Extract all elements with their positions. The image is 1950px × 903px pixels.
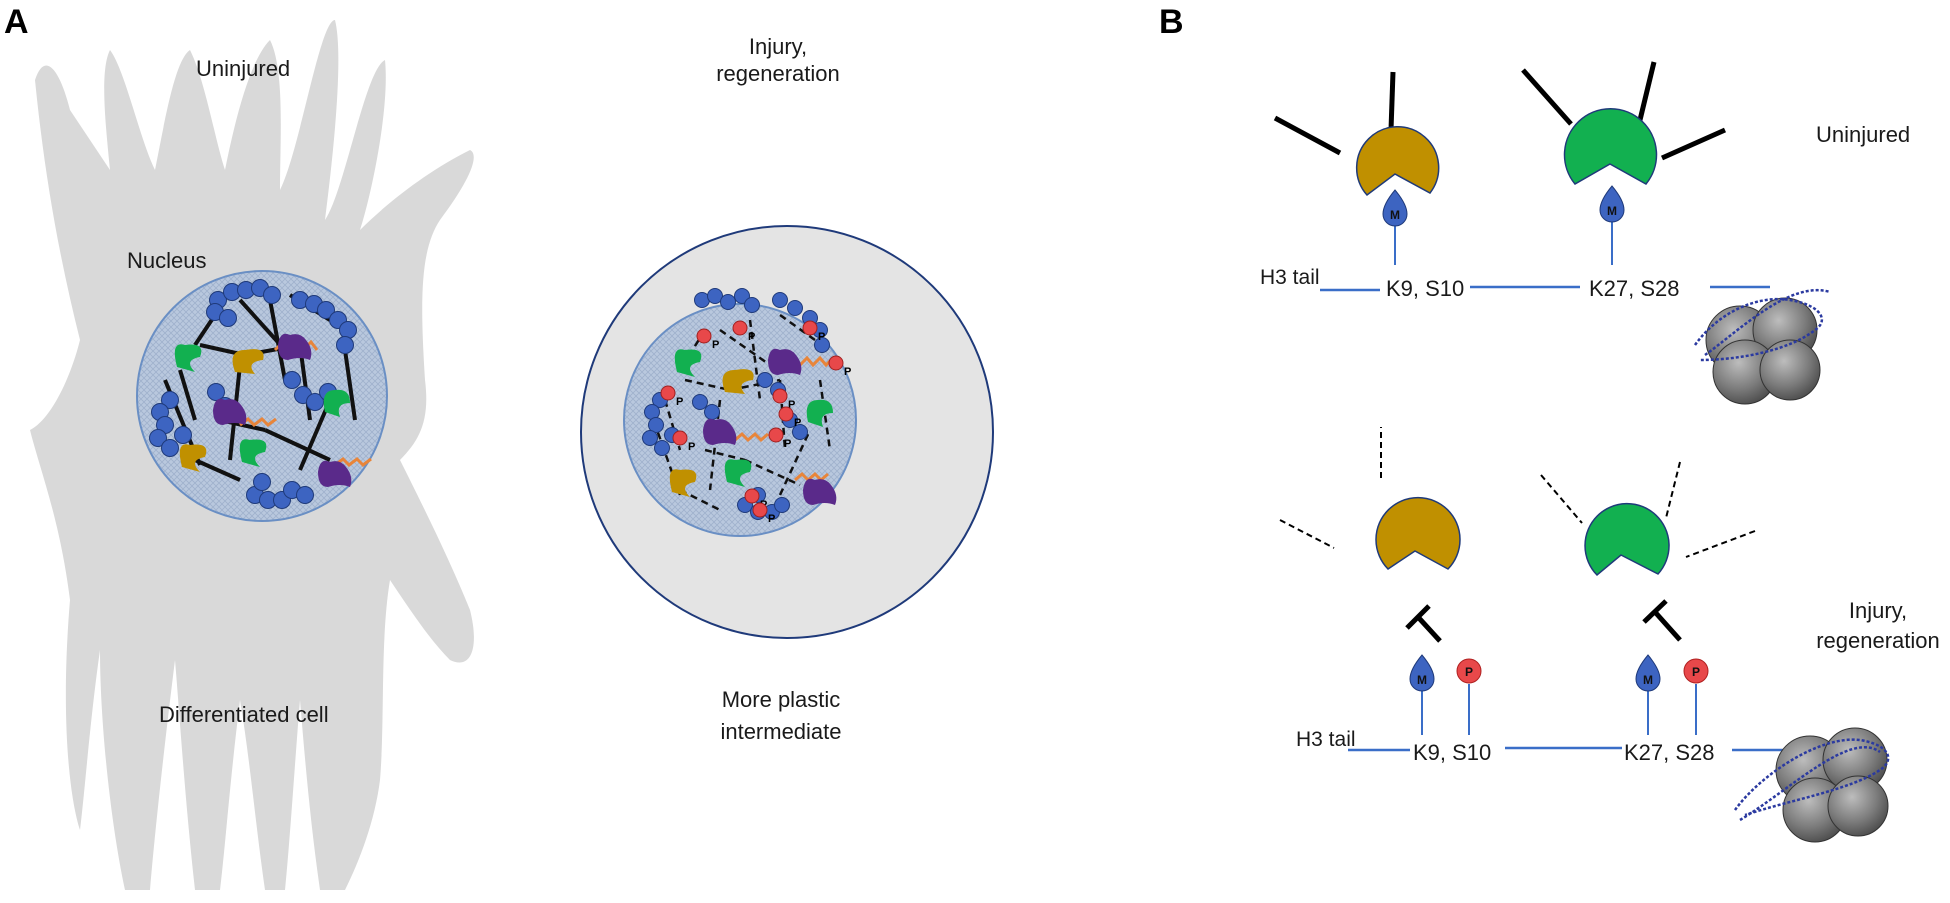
chromatin-bead	[306, 393, 324, 411]
phospho-mark: P	[752, 502, 775, 525]
chromatin-bead	[339, 321, 357, 339]
bottom-nucleosome	[1733, 727, 1890, 843]
bottom-methyl-mark-1: M	[1409, 654, 1435, 735]
phospho-mark: P	[696, 328, 719, 351]
chromatin-bead	[734, 288, 750, 304]
chromatin-bead	[814, 337, 830, 353]
chromatin-bead	[787, 300, 803, 316]
svg-text:P: P	[768, 513, 775, 525]
svg-text:P: P	[748, 331, 755, 343]
chromatin-bead	[648, 417, 664, 433]
svg-text:M: M	[1643, 673, 1653, 687]
top-site-2: K27, S28	[1589, 276, 1680, 301]
svg-text:M: M	[1417, 673, 1427, 687]
top-methyl-mark-1: M	[1382, 189, 1408, 265]
plastic-cell: PPPPPPPPPPP	[580, 225, 994, 639]
bottom-site-1: K9, S10	[1413, 740, 1491, 765]
chromatin-bead	[792, 424, 808, 440]
phospho-mark: P	[828, 355, 851, 378]
svg-text:P: P	[676, 396, 683, 408]
chromatin-bead	[174, 426, 192, 444]
nucleus-uninjured	[136, 270, 388, 522]
svg-text:P: P	[818, 331, 825, 343]
chromatin-bead	[283, 371, 301, 389]
bottom-phospho-mark-1: P	[1456, 658, 1482, 735]
bottom-phospho-mark-2: P	[1683, 658, 1709, 735]
svg-text:P: P	[788, 399, 795, 411]
chromatin-bead	[161, 439, 179, 457]
top-nucleosome	[1693, 289, 1831, 405]
injury-label-line2: regeneration	[716, 61, 840, 86]
chromatin-beads	[149, 279, 357, 509]
phospho-mark: P	[768, 427, 791, 450]
phospho-marks-plastic: PPPPPPPPPPP	[660, 320, 851, 525]
chromatin-bead	[692, 394, 708, 410]
chromatin-bead	[654, 440, 670, 456]
top-h3-tail	[1320, 285, 1770, 292]
top-reader-green	[1521, 61, 1727, 185]
svg-text:P: P	[1692, 665, 1700, 679]
bottom-reader-gold	[1279, 427, 1461, 643]
top-state-label: Uninjured	[1816, 122, 1910, 147]
chromatin-bead	[720, 294, 736, 310]
chromatin-bead	[336, 336, 354, 354]
top-methyl-mark-2: M	[1599, 185, 1625, 265]
svg-text:P: P	[844, 366, 851, 378]
svg-text:P: P	[794, 417, 801, 429]
phospho-mark: P	[672, 430, 695, 453]
chromatin-bead	[317, 301, 335, 319]
svg-text:P: P	[1465, 665, 1473, 679]
chromatin-bead	[207, 383, 225, 401]
phospho-mark: P	[778, 406, 801, 429]
chromatin-bead	[704, 404, 720, 420]
chromatin-bead	[757, 372, 773, 388]
chromatin-bead	[253, 473, 271, 491]
chromatin-bead	[744, 297, 760, 313]
svg-text:M: M	[1607, 204, 1617, 218]
panel-b-letter: B	[1159, 3, 1184, 41]
reader-proteins	[174, 333, 352, 487]
svg-text:M: M	[1390, 208, 1400, 222]
chromatin-bead	[772, 292, 788, 308]
differentiated-cell-label: Differentiated cell	[159, 702, 329, 727]
chromatin-bead	[642, 430, 658, 446]
phospho-mark: P	[802, 320, 825, 343]
top-reader-gold	[1273, 71, 1440, 197]
chromatin-bead	[774, 497, 790, 513]
top-site-1: K9, S10	[1386, 276, 1464, 301]
chromatin-bead	[149, 429, 167, 447]
chromatin-bead	[219, 309, 237, 327]
svg-text:P: P	[784, 438, 791, 450]
uninjured-label: Uninjured	[196, 56, 290, 81]
bottom-methyl-mark-2: M	[1635, 654, 1661, 735]
bottom-state-label-line2: regeneration	[1816, 628, 1940, 653]
panel-a-letter: A	[4, 3, 29, 41]
phospho-mark: P	[772, 388, 795, 411]
bottom-reader-green	[1540, 461, 1756, 642]
bottom-h3-tail-label: H3 tail	[1296, 728, 1356, 751]
nucleus-label: Nucleus	[127, 248, 206, 273]
reader-proteins-plastic	[669, 348, 837, 505]
phospho-mark: P	[732, 320, 755, 343]
chromatin-bead	[707, 288, 723, 304]
plastic-label-line2: intermediate	[720, 719, 841, 744]
chromatin-bead	[296, 486, 314, 504]
bottom-state-label-line1: Injury,	[1849, 598, 1907, 623]
svg-text:P: P	[712, 339, 719, 351]
chromatin-bead	[161, 391, 179, 409]
phospho-mark: P	[660, 385, 683, 408]
chromatin-bead	[263, 286, 281, 304]
plastic-label-line1: More plastic	[722, 687, 841, 712]
rna-strands-plastic	[734, 355, 835, 483]
svg-text:P: P	[688, 441, 695, 453]
top-h3-tail-label: H3 tail	[1260, 266, 1320, 289]
injury-label-line1: Injury,	[749, 34, 807, 59]
bottom-site-2: K27, S28	[1624, 740, 1715, 765]
chromatin-links-dashed	[648, 313, 832, 512]
